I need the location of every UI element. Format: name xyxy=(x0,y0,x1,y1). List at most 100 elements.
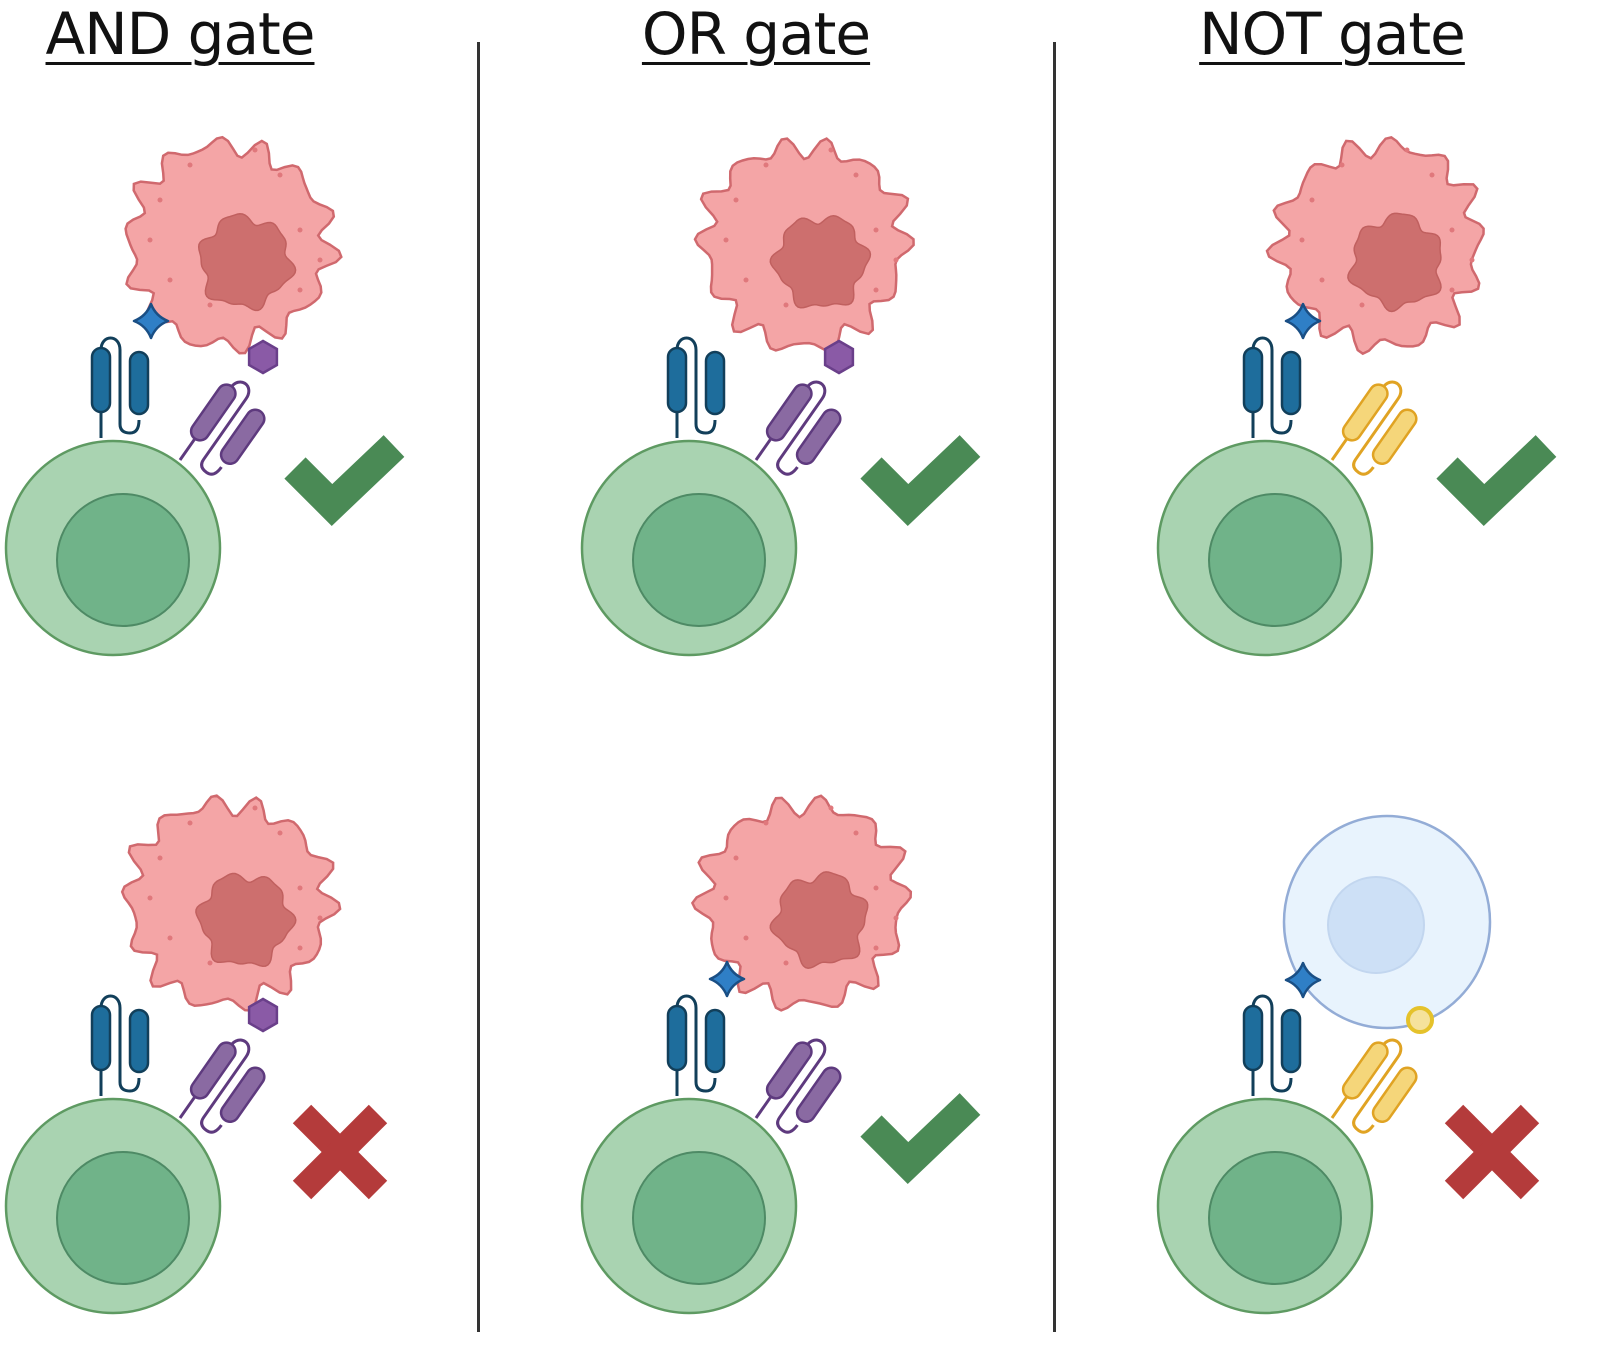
cytoplasm-granule xyxy=(157,855,163,861)
purple-car-receptor xyxy=(178,380,266,476)
not-gate-title: NOT gate xyxy=(1199,0,1466,68)
car-t-cell xyxy=(4,1097,222,1315)
cytoplasm-granule xyxy=(207,960,213,966)
receptor-linker xyxy=(776,1038,827,1134)
cytoplasm-granule xyxy=(873,287,879,293)
purple-car-receptor xyxy=(754,380,842,476)
cytoplasm-granule xyxy=(873,885,879,891)
receptor-domain xyxy=(219,408,266,466)
cytoplasm-granule xyxy=(157,197,163,203)
check-icon xyxy=(860,1093,981,1184)
tumor-nucleus xyxy=(195,872,297,967)
receptor-linker xyxy=(1352,380,1403,476)
receptor-domain xyxy=(128,1008,150,1074)
cytoplasm-granule xyxy=(167,935,173,941)
cytoplasm-granule xyxy=(1469,257,1475,263)
cytoplasm-granule xyxy=(783,960,789,966)
check-icon xyxy=(860,435,981,526)
receptor-linker xyxy=(99,336,141,435)
cytoplasm-granule xyxy=(252,147,258,153)
tcell-nucleus xyxy=(1208,1151,1342,1285)
receptor-stalk xyxy=(178,1094,198,1119)
cytoplasm-granule xyxy=(893,915,899,921)
cytoplasm-granule xyxy=(828,147,834,153)
cytoplasm-granule xyxy=(187,162,193,168)
blue-car-receptor xyxy=(90,336,150,438)
purple-car-receptor xyxy=(754,1038,842,1134)
tumor-nucleus xyxy=(197,212,297,312)
tumor-cell xyxy=(693,137,915,353)
cytoplasm-granule xyxy=(1449,287,1455,293)
hexagon-antigen-icon xyxy=(247,339,279,375)
receptor-domain xyxy=(795,408,842,466)
star-antigen-icon xyxy=(132,302,170,340)
cytoplasm-granule xyxy=(828,805,834,811)
tcell-nucleus xyxy=(632,493,766,627)
cytoplasm-granule xyxy=(763,820,769,826)
receptor-stalk xyxy=(1330,1094,1350,1119)
car-t-cell xyxy=(1156,439,1374,657)
healthy-cell xyxy=(1282,814,1492,1030)
receptor-domain xyxy=(1280,350,1302,416)
cytoplasm-granule xyxy=(1359,302,1365,308)
cytoplasm-granule xyxy=(733,855,739,861)
panel-not-bottom xyxy=(1156,814,1540,1315)
cytoplasm-granule xyxy=(763,162,769,168)
cytoplasm-granule xyxy=(317,915,323,921)
hexagon-antigen-icon xyxy=(247,997,279,1033)
receptor-domain xyxy=(795,1066,842,1124)
panel-and-top xyxy=(4,135,405,657)
receptor-linker xyxy=(200,1038,251,1134)
cytoplasm-granule xyxy=(1319,277,1325,283)
cytoplasm-granule xyxy=(297,885,303,891)
cytoplasm-granule xyxy=(207,302,213,308)
receptor-domain xyxy=(1242,346,1264,414)
tumor-cell xyxy=(1265,136,1485,356)
receptor-domain xyxy=(90,1004,112,1072)
tcell-nucleus xyxy=(56,493,190,627)
tumor-nucleus xyxy=(769,871,869,969)
tumor-cell xyxy=(124,135,343,355)
cytoplasm-granule xyxy=(1429,172,1435,178)
cytoplasm-granule xyxy=(1404,147,1410,153)
star-antigen-icon xyxy=(708,960,746,998)
receptor-domain xyxy=(128,350,150,416)
receptor-domain xyxy=(219,1066,266,1124)
check-icon xyxy=(284,435,405,526)
receptor-domain xyxy=(704,350,726,416)
cytoplasm-granule xyxy=(873,227,879,233)
cytoplasm-granule xyxy=(743,277,749,283)
receptor-domain xyxy=(1371,1066,1418,1124)
tcell-nucleus xyxy=(56,1151,190,1285)
receptor-linker xyxy=(1352,1038,1403,1134)
yellow-inhibitory-car-receptor xyxy=(1330,1038,1418,1134)
car-t-cell xyxy=(1156,1097,1374,1315)
receptor-domain xyxy=(704,1008,726,1074)
cytoplasm-granule xyxy=(252,805,258,811)
receptor-linker xyxy=(675,994,717,1093)
cytoplasm-granule xyxy=(277,830,283,836)
cytoplasm-granule xyxy=(873,945,879,951)
car-t-cell xyxy=(4,439,222,657)
receptor-domain xyxy=(666,1004,688,1072)
cytoplasm-granule xyxy=(893,257,899,263)
cytoplasm-granule xyxy=(297,287,303,293)
cytoplasm-granule xyxy=(1299,237,1305,243)
blue-car-receptor xyxy=(666,336,726,438)
cytoplasm-granule xyxy=(147,895,153,901)
or-gate-title: OR gate xyxy=(641,0,871,68)
receptor-linker xyxy=(776,380,827,476)
cross-icon xyxy=(1444,1104,1540,1200)
cytoplasm-granule xyxy=(1449,227,1455,233)
column-divider xyxy=(1053,42,1056,1332)
car-t-cell xyxy=(580,1097,798,1315)
blue-car-receptor xyxy=(1242,994,1302,1096)
tumor-nucleus xyxy=(1347,212,1442,313)
cytoplasm-granule xyxy=(297,227,303,233)
purple-car-receptor xyxy=(178,1038,266,1134)
receptor-stalk xyxy=(754,1094,774,1119)
cytoplasm-granule xyxy=(297,945,303,951)
receptor-domain xyxy=(666,346,688,414)
cytoplasm-granule xyxy=(853,830,859,836)
